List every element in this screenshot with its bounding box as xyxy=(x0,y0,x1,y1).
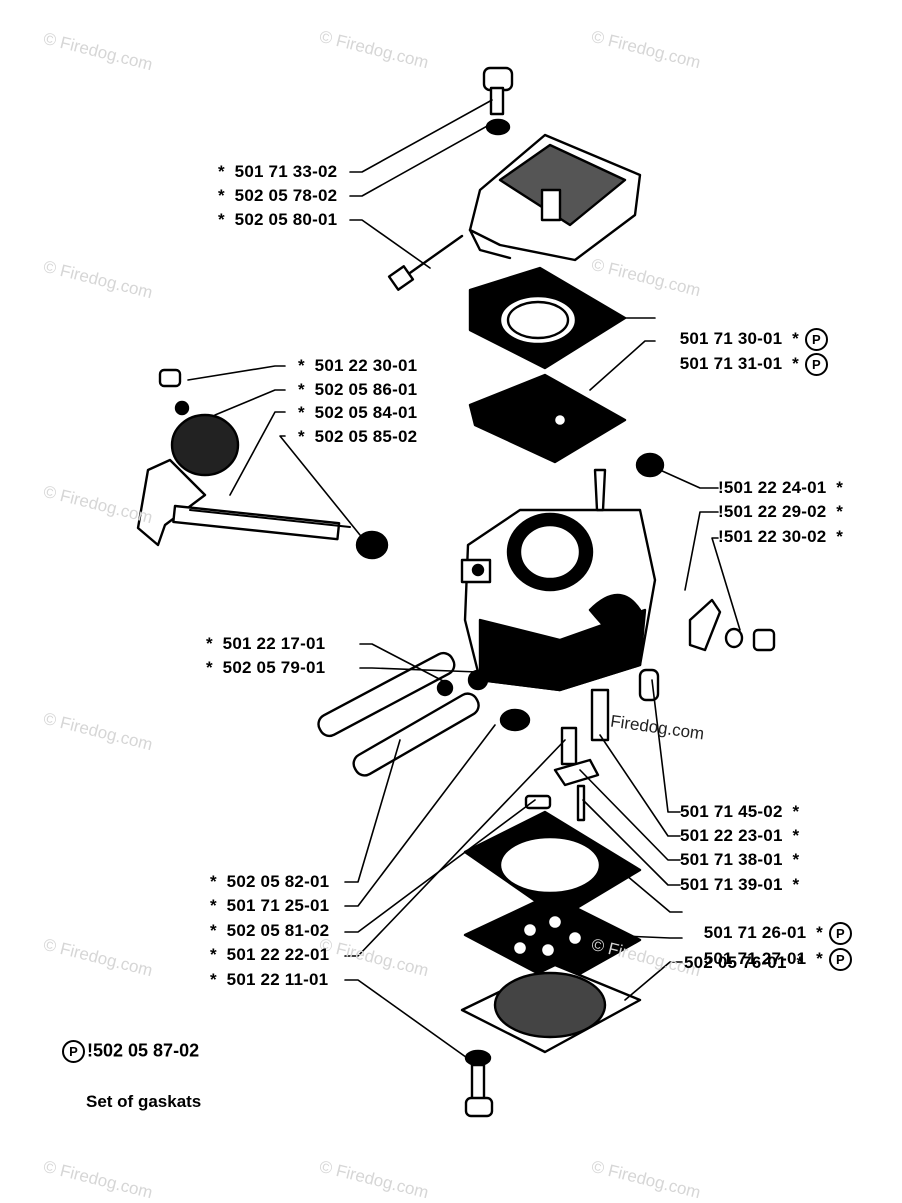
gasket-set-number: !502 05 87-02 xyxy=(87,1040,200,1061)
part-label: 501 71 26-01 *P xyxy=(684,902,852,965)
part-label: * 502 05 85-02 xyxy=(298,427,418,446)
bottom-screw xyxy=(464,1049,494,1118)
carburetor-body xyxy=(460,452,665,692)
gasket-set-badge: P xyxy=(804,328,828,351)
part-number: 501 71 26-01 * xyxy=(703,922,823,942)
leader-lines xyxy=(187,99,741,1061)
part-label: 501 71 38-01 * xyxy=(680,850,800,869)
part-label: * 501 22 30-01 xyxy=(298,356,418,375)
part-label: !501 22 29-02 * xyxy=(718,502,844,521)
part-label: 501 22 23-01 * xyxy=(680,826,800,845)
top-screw xyxy=(482,66,514,136)
part-label: * 501 22 17-01 xyxy=(206,634,326,653)
part-label: 501 71 27-01 *P xyxy=(684,928,852,991)
adjusting-needles xyxy=(317,651,531,777)
part-label: 501 71 39-01 * xyxy=(680,875,800,894)
gasket-set-badge: P xyxy=(804,353,828,376)
part-label: 502 05 76-01 * xyxy=(684,953,804,972)
part-label: 501 71 30-01 *P xyxy=(660,308,828,371)
gasket-set-part: P!502 05 87-02 xyxy=(62,1040,199,1063)
part-number: 501 71 30-01 * xyxy=(679,328,799,348)
gasket-set-badge: P xyxy=(828,948,852,971)
part-label: * 502 05 82-01 xyxy=(210,872,330,891)
cover-screw xyxy=(387,234,464,291)
part-label: * 502 05 86-01 xyxy=(298,380,418,399)
part-label: * 502 05 80-01 xyxy=(218,210,338,229)
part-label: * 501 71 33-02 xyxy=(218,162,338,181)
part-label: * 501 22 22-01 xyxy=(210,945,330,964)
part-label: !501 22 24-01 * xyxy=(718,478,844,497)
metering-gasket xyxy=(463,810,642,920)
choke-lever xyxy=(688,598,776,652)
part-label: * 502 05 78-02 xyxy=(218,186,338,205)
metering-diaphragm xyxy=(463,893,642,987)
pump-diaphragm xyxy=(468,373,627,464)
pump-gasket xyxy=(468,266,627,370)
needle-valve-parts xyxy=(524,668,660,822)
gasket-set-caption: Set of gaskats xyxy=(86,1092,202,1111)
part-label: 501 71 45-02 * xyxy=(680,802,800,821)
throttle-shaft-assembly xyxy=(136,368,389,560)
part-label: * 502 05 81-02 xyxy=(210,921,330,940)
gasket-set-badge: P xyxy=(62,1040,85,1063)
part-label: * 502 05 79-01 xyxy=(206,658,326,677)
part-label: 501 71 31-01 *P xyxy=(660,333,828,396)
part-label: !501 22 30-02 * xyxy=(718,527,844,546)
part-number: 501 71 31-01 * xyxy=(679,353,799,373)
part-label: * 502 05 84-01 xyxy=(298,403,418,422)
part-label: * 501 71 25-01 xyxy=(210,896,330,915)
metering-cover xyxy=(460,963,642,1054)
gasket-set-badge: P xyxy=(828,922,852,945)
part-label: * 501 22 11-01 xyxy=(210,970,329,989)
part-number: 501 71 27-01 * xyxy=(703,948,823,968)
pump-cover xyxy=(468,133,642,262)
